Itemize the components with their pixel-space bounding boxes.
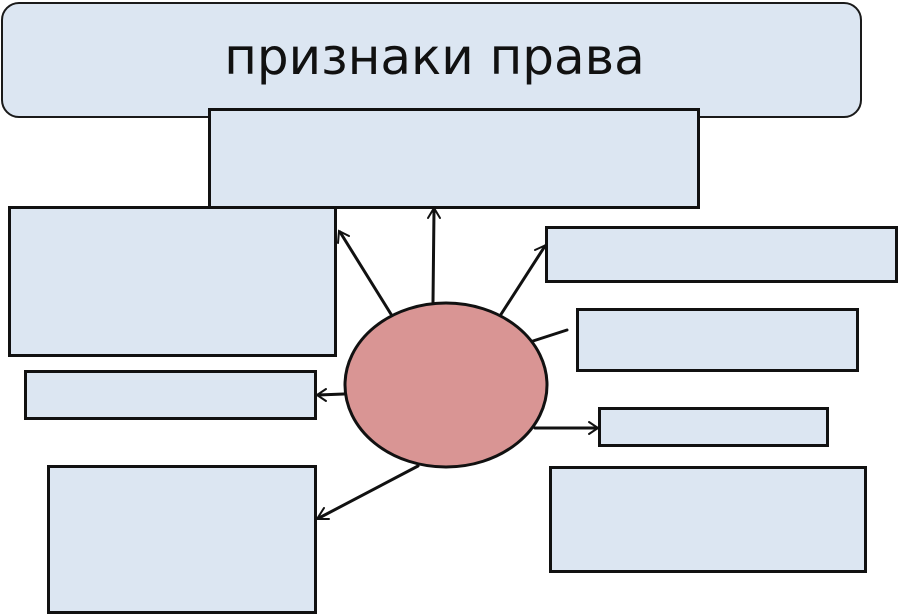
arrowhead-left-lower (315, 507, 330, 520)
box-left-upper (8, 206, 337, 357)
title-box: признаки права (1, 2, 862, 118)
arrow-to-left-upper (338, 230, 396, 321)
arrowhead-top-center (427, 206, 441, 219)
arrow-to-right-top (496, 244, 547, 321)
center-ellipse (343, 301, 549, 469)
box-left-lower (47, 465, 317, 614)
box-right-upper (576, 308, 859, 372)
arrowhead-left-middle (315, 388, 327, 402)
arrow-to-top-center (431, 208, 436, 304)
box-top-center (208, 108, 700, 209)
arrowhead-right-middle (588, 421, 600, 435)
box-left-middle (24, 370, 317, 420)
line-to-right-upper (531, 328, 569, 343)
arrow-to-left-lower (317, 464, 420, 520)
diagram-title: признаки права (224, 28, 645, 86)
box-right-middle (598, 407, 829, 447)
arrowhead-left-upper (337, 229, 350, 244)
box-right-top (545, 226, 898, 283)
box-right-lower (549, 466, 867, 573)
arrow-to-left-middle (316, 392, 346, 397)
